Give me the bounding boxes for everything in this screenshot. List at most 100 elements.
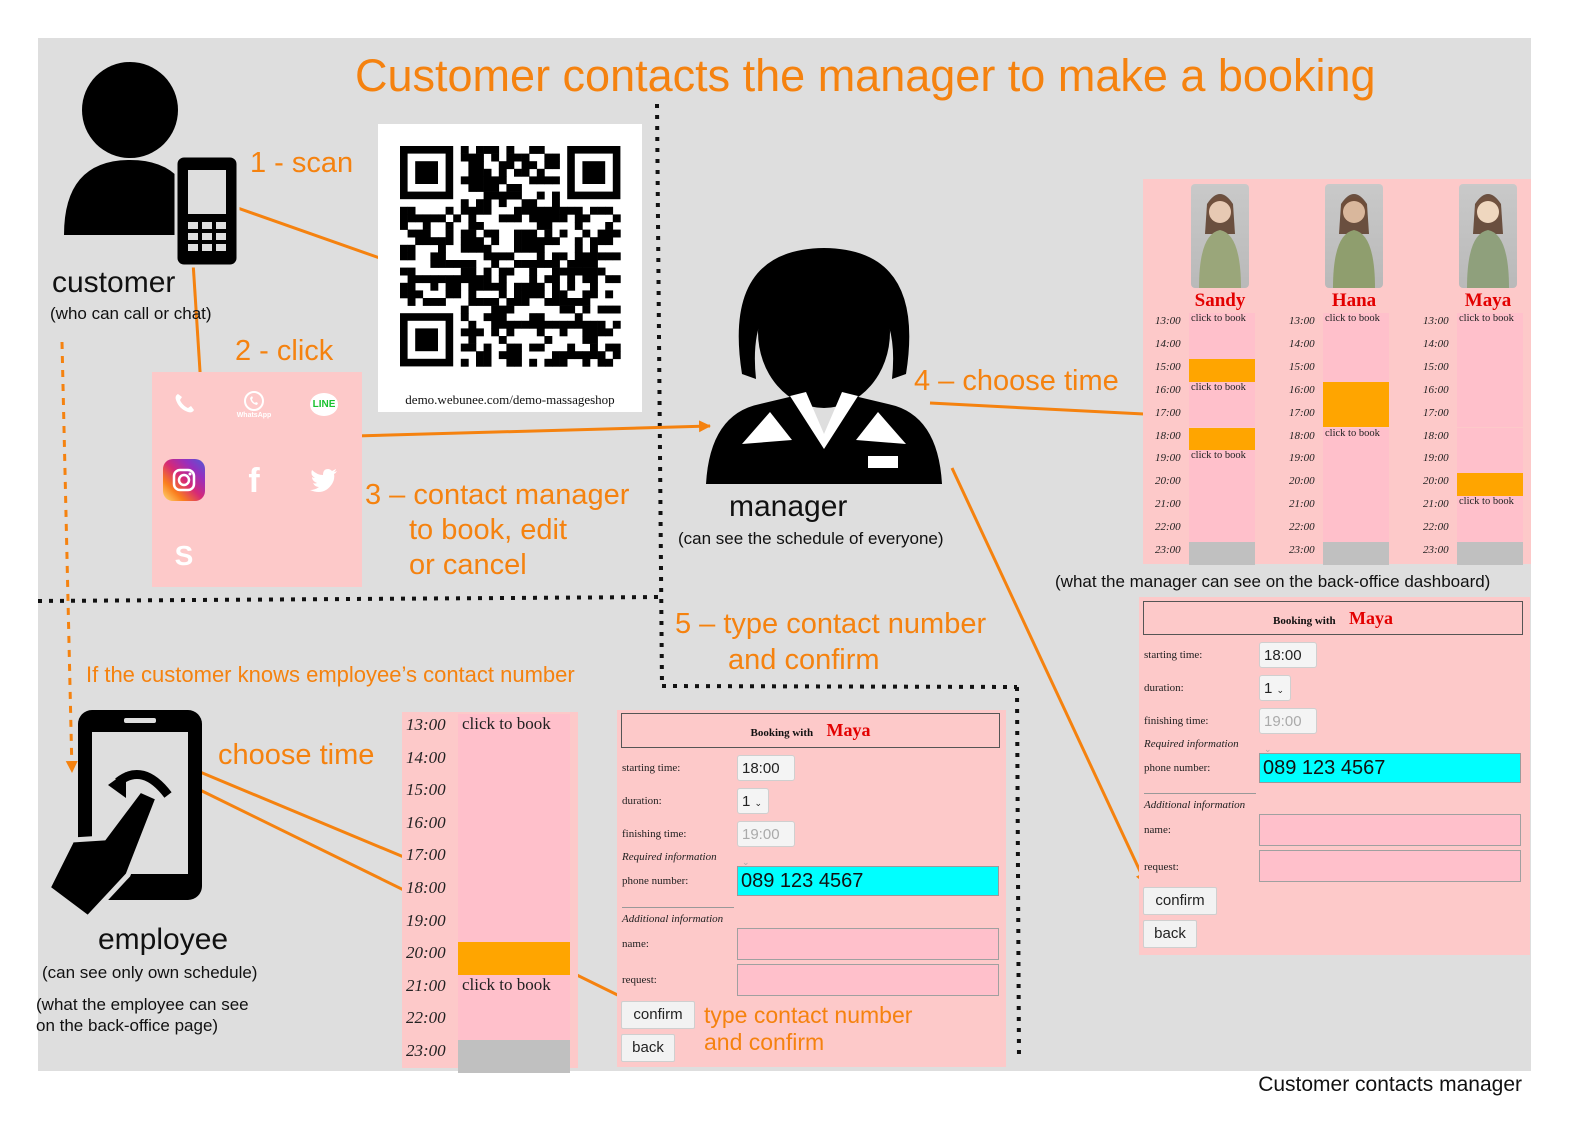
skype-icon[interactable]: S — [163, 535, 205, 577]
time-slot[interactable]: click to book — [458, 974, 570, 1008]
chevron-down-icon: ⌄ — [742, 857, 750, 867]
form-header: Booking with Maya — [621, 713, 1000, 748]
time-slot[interactable] — [1457, 358, 1523, 382]
staff-name: Maya — [1464, 290, 1512, 311]
required-info-label: Required information — [1144, 738, 1239, 750]
step-type-line-2: and confirm — [728, 644, 880, 676]
starting-time-label: starting time: — [1144, 649, 1203, 661]
back-button[interactable]: back — [621, 1034, 675, 1062]
time-slot[interactable] — [1189, 335, 1255, 359]
duration-select[interactable]: 1 ⌄ — [737, 788, 769, 814]
name-input[interactable] — [1259, 814, 1521, 846]
time-label: 14:00 — [406, 747, 446, 767]
time-slot[interactable]: click to book — [1189, 313, 1255, 336]
time-slot[interactable]: click to book — [1457, 313, 1523, 336]
finishing-time-value: 19:00 — [1264, 713, 1302, 730]
step-click: 2 - click — [235, 335, 334, 367]
phone-icon[interactable] — [163, 383, 205, 425]
time-label: 19:00 — [406, 910, 446, 930]
phone-number-input[interactable]: 089 123 4567 — [737, 866, 999, 896]
time-slot[interactable]: click to book — [1323, 427, 1389, 451]
phone-number-label: phone number: — [622, 875, 689, 887]
time-slot[interactable] — [1189, 404, 1255, 428]
contact-apps-panel: WhatsApp LINE f S — [152, 372, 362, 587]
time-slot[interactable] — [1323, 358, 1389, 382]
time-label: 20:00 — [1423, 475, 1449, 488]
booked-slot — [1323, 381, 1389, 405]
manager-note: (can see the schedule of everyone) — [678, 529, 944, 548]
time-slot[interactable] — [1323, 519, 1389, 542]
time-slot[interactable] — [1189, 519, 1255, 542]
employee-label: employee — [98, 923, 229, 956]
phone-number-input[interactable]: 089 123 4567 — [1259, 753, 1521, 783]
time-slot[interactable] — [458, 909, 570, 943]
time-label: 21:00 — [1155, 498, 1181, 511]
time-slot[interactable] — [1457, 519, 1523, 542]
time-slot[interactable] — [1457, 427, 1523, 451]
starting-time-label: starting time: — [622, 762, 681, 774]
customer-person-icon — [64, 62, 240, 268]
instagram-icon[interactable] — [163, 459, 205, 501]
time-slot[interactable]: click to book — [1189, 381, 1255, 405]
time-label: 15:00 — [1289, 360, 1315, 373]
time-slot[interactable] — [458, 746, 570, 780]
time-label: 19:00 — [1423, 452, 1449, 465]
additional-info-label: Additional information — [622, 913, 724, 925]
facebook-icon[interactable]: f — [233, 459, 275, 501]
time-slot[interactable] — [458, 877, 570, 910]
time-slot[interactable] — [458, 779, 570, 812]
booked-slot — [1323, 404, 1389, 428]
chevron-down-icon: ⌄ — [1264, 744, 1272, 754]
back-button[interactable]: back — [1143, 920, 1197, 948]
time-slot[interactable] — [1323, 473, 1389, 497]
time-slot[interactable] — [1457, 404, 1523, 428]
employee-view-note-2: on the back-office page) — [36, 1016, 219, 1035]
time-slot[interactable] — [1457, 335, 1523, 359]
time-label: 14:00 — [1155, 337, 1181, 350]
name-label: name: — [622, 938, 649, 950]
name-label: name: — [1144, 824, 1171, 836]
time-label: 18:00 — [406, 878, 446, 897]
booked-slot — [458, 942, 570, 975]
time-slot[interactable] — [1323, 496, 1389, 520]
whatsapp-icon[interactable]: WhatsApp — [233, 383, 275, 425]
qr-url: demo.webunee.com/demo-massageshop — [405, 392, 615, 407]
manager-person-icon — [706, 248, 942, 484]
time-slot[interactable]: click to book — [1323, 313, 1389, 336]
time-slot[interactable]: click to book — [458, 714, 570, 747]
time-slot[interactable] — [1323, 335, 1389, 359]
time-slot[interactable] — [458, 811, 570, 845]
diagram-title: Customer contacts the manager to make a … — [355, 50, 1376, 101]
time-slot[interactable] — [1323, 450, 1389, 474]
time-slot[interactable] — [458, 844, 570, 877]
qr-code-card — [378, 124, 642, 412]
time-slot[interactable] — [458, 1007, 570, 1040]
name-input[interactable] — [737, 928, 999, 960]
booking-staff-name: Maya — [1349, 608, 1393, 628]
skype-text: S — [174, 540, 194, 571]
chevron-down-icon: ⌄ — [1276, 685, 1285, 695]
confirm-button[interactable]: confirm — [1143, 887, 1217, 915]
starting-time-select[interactable]: 18:00 ⌄ — [737, 755, 795, 801]
time-slot[interactable] — [1457, 450, 1523, 474]
time-label: 19:00 — [1155, 452, 1181, 465]
employee-type-line-2: and confirm — [704, 1029, 825, 1055]
time-slot[interactable] — [1189, 496, 1255, 520]
duration-select[interactable]: 1 ⌄ — [1259, 675, 1291, 701]
time-slot[interactable]: click to book — [1457, 496, 1523, 520]
twitter-icon[interactable] — [303, 459, 345, 501]
line-icon[interactable]: LINE — [303, 383, 345, 425]
time-slot[interactable] — [1189, 473, 1255, 497]
time-slot — [458, 1040, 570, 1073]
chevron-down-icon: ⌄ — [754, 798, 763, 808]
starting-time-select[interactable]: 18:00 ⌄ — [1259, 642, 1317, 688]
additional-info-label: Additional information — [1144, 799, 1246, 811]
duration-value: 1 — [1264, 680, 1273, 697]
request-input[interactable] — [1259, 850, 1521, 882]
time-slot[interactable] — [1457, 381, 1523, 405]
request-input[interactable] — [737, 964, 999, 996]
step-contact-line-2: to book, edit — [409, 514, 567, 546]
time-slot[interactable]: click to book — [1189, 450, 1255, 474]
confirm-button[interactable]: confirm — [621, 1001, 695, 1029]
